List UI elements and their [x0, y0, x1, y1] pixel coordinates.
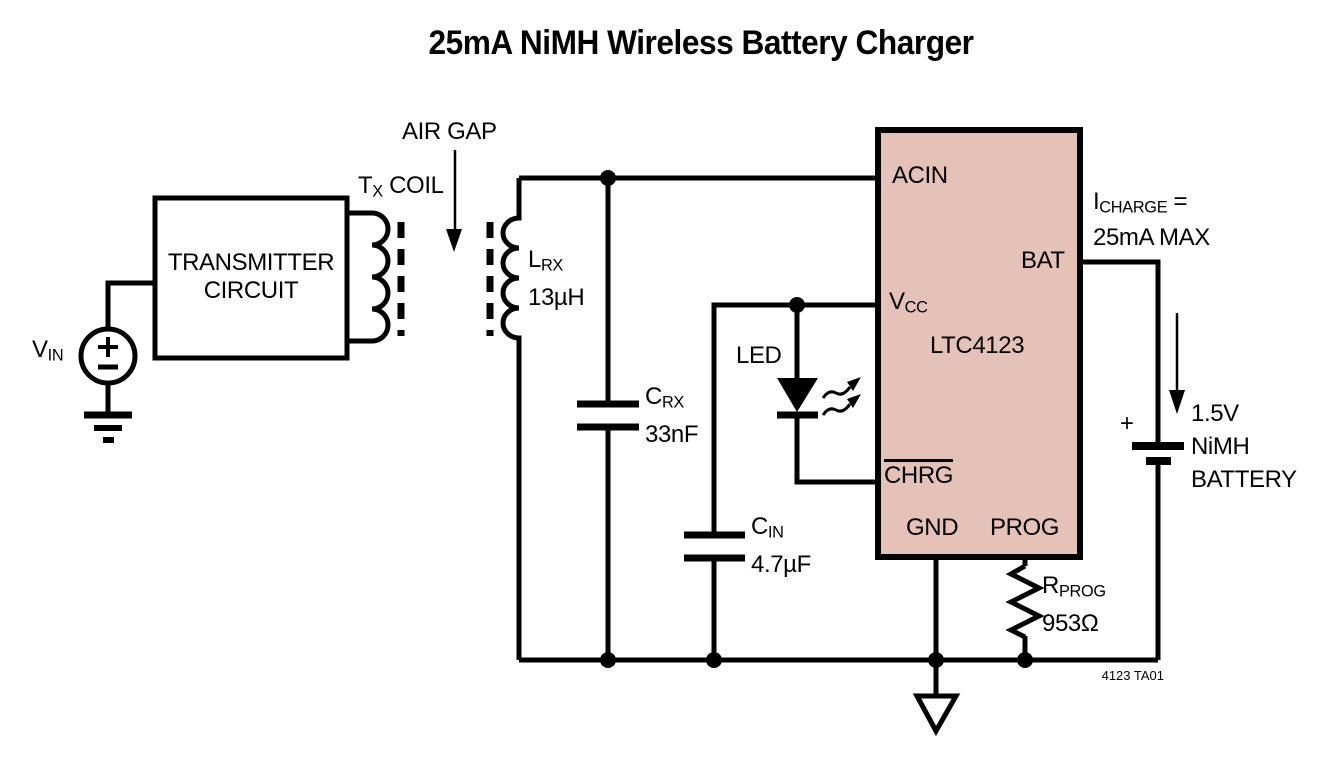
cin-label: CIN 4.7µF: [751, 513, 811, 578]
vin-label: VIN: [32, 336, 64, 365]
led-icon: [777, 378, 818, 419]
led-label: LED: [736, 342, 782, 369]
led-light-arrows-icon: [821, 377, 861, 416]
crx-label: CRX 33nF: [645, 383, 699, 448]
tx-coil-label: TX COIL: [358, 172, 444, 201]
rprog-label: RPROG 953Ω: [1042, 572, 1106, 637]
pin-label-chrg: CHRG: [884, 459, 953, 491]
battery-label: 1.5V NiMH BATTERY: [1191, 400, 1297, 493]
icharge-label: ICHARGE = 25mA MAX: [1093, 188, 1210, 251]
tx-coil-icon: [347, 210, 391, 344]
rprog-resistor-icon: [1005, 563, 1045, 640]
rx-coil-icon: [500, 178, 522, 660]
charge-current-arrow-icon: [1169, 313, 1185, 414]
part-number-label: LTC4123: [930, 332, 1025, 359]
vin-ground-icon: [84, 411, 132, 443]
pin-label-vcc: VCC: [889, 288, 928, 317]
junction-dots: [600, 170, 1033, 668]
pin-label-gnd: GND: [906, 514, 959, 541]
vin-source-icon: [78, 326, 138, 386]
figure-ref-label: 4123 TA01: [1101, 668, 1164, 683]
transmitter-box: [152, 195, 350, 361]
air-gap-arrow-icon: [446, 150, 462, 252]
air-gap-core-dashes: [397, 222, 494, 336]
cin-capacitor-icon: [684, 531, 745, 562]
transmitter-box-label: TRANSMITTER CIRCUIT: [167, 249, 335, 304]
battery-plus-label: +: [1120, 410, 1134, 437]
schematic-title: 25mA NiMH Wireless Battery Charger: [428, 24, 974, 62]
signal-ground-icon: [912, 693, 961, 737]
pin-label-acin: ACIN: [892, 162, 948, 189]
air-gap-label: AIR GAP: [402, 118, 497, 145]
pin-label-bat: BAT: [1021, 247, 1065, 274]
lrx-label: LRX 13µH: [528, 246, 585, 311]
crx-capacitor-icon: [577, 400, 639, 431]
battery-icon: [1132, 442, 1184, 465]
pin-label-prog: PROG: [990, 514, 1060, 541]
ic-body: [875, 127, 1083, 560]
